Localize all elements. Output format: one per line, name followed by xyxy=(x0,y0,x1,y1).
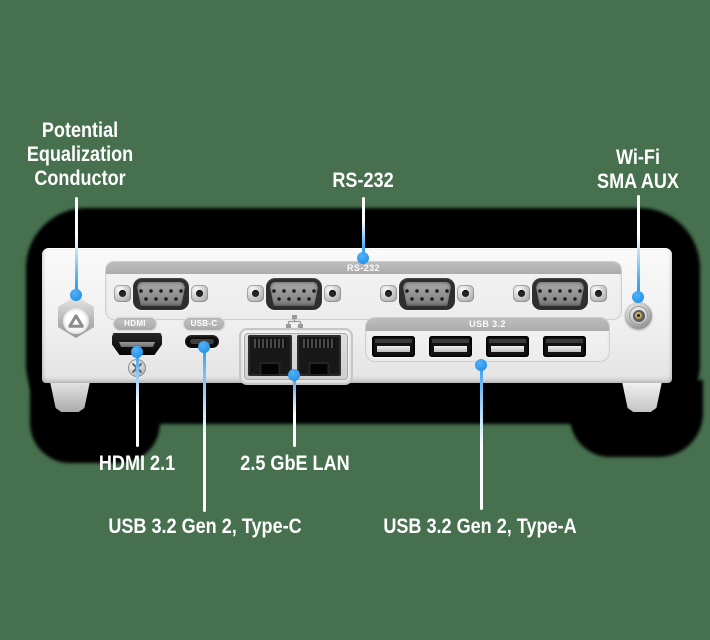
wifi-sma-connector xyxy=(625,302,652,329)
callout-dot-hdmi xyxy=(131,346,143,358)
callout-line-usbc xyxy=(202,348,206,512)
callout-line-wifi xyxy=(636,195,640,294)
potential-equalization-symbol xyxy=(63,308,89,334)
callout-line-lan xyxy=(292,376,296,447)
screw-standoff-icon xyxy=(513,285,530,302)
callout-text: SMA AUX xyxy=(597,170,679,193)
usb-strip-label: USB 3.2 xyxy=(366,318,609,331)
hdmi-callout-label: HDMI 2.1 xyxy=(98,452,176,475)
usb-a-port-3 xyxy=(486,336,529,357)
rs232-callout-label: RS-232 xyxy=(332,169,394,192)
callout-line-hdmi xyxy=(135,353,139,447)
db9-pins xyxy=(137,282,185,306)
screw-standoff-icon xyxy=(457,285,474,302)
usb-a-port-2 xyxy=(429,336,472,357)
hdmi-port-label: HDMI xyxy=(114,318,156,330)
device-foot-left xyxy=(50,383,90,412)
callout-line-usba xyxy=(479,366,483,510)
callout-dot-usbc xyxy=(198,341,210,353)
usb-a-port-4 xyxy=(543,336,586,357)
screw-standoff-icon xyxy=(590,285,607,302)
screw-standoff-icon xyxy=(114,285,131,302)
usb-type-c-callout-label: USB 3.2 Gen 2, Type-C xyxy=(108,515,302,538)
db9-connector xyxy=(399,278,455,310)
usb-type-a-callout-label: USB 3.2 Gen 2, Type-A xyxy=(383,515,577,538)
lan-port-1 xyxy=(248,335,292,376)
rj45-contacts xyxy=(254,339,286,348)
db9-pins xyxy=(403,282,451,306)
screw-standoff-icon xyxy=(324,285,341,302)
triangle-icon xyxy=(68,314,84,328)
callout-dot-usba xyxy=(475,359,487,371)
potential-equalization-callout-label: Potential Equalization Conductor xyxy=(7,119,153,191)
rs232-port-4 xyxy=(513,277,607,311)
callout-text: Wi-Fi xyxy=(616,146,660,169)
callout-dot-rs232 xyxy=(357,252,369,264)
network-lan-icon xyxy=(286,315,303,328)
callout-text: Potential xyxy=(41,119,119,142)
callout-text: Conductor xyxy=(34,167,126,190)
rj45-tab xyxy=(261,364,279,374)
rj45-contacts xyxy=(303,339,335,348)
db9-pins xyxy=(270,282,318,306)
lan-callout-label: 2.5 GbE LAN xyxy=(240,452,350,475)
device-shadow-left xyxy=(30,380,160,463)
screw-standoff-icon xyxy=(191,285,208,302)
db9-pins xyxy=(536,282,584,306)
device-foot-right xyxy=(622,383,662,412)
screw-standoff-icon xyxy=(380,285,397,302)
sma-pin xyxy=(637,314,640,317)
usb-a-port-1 xyxy=(372,336,415,357)
callout-text: Equalization xyxy=(26,143,134,166)
screw-standoff-icon xyxy=(247,285,264,302)
db9-connector xyxy=(532,278,588,310)
usbc-port-label: USB-C xyxy=(184,318,224,330)
lan-port-2 xyxy=(297,335,341,376)
callout-dot-lan xyxy=(288,369,300,381)
rj45-tab xyxy=(310,364,328,374)
rs232-port-3 xyxy=(380,277,474,311)
rs232-port-2 xyxy=(247,277,341,311)
hdmi-port xyxy=(112,333,162,355)
rs232-port-1 xyxy=(114,277,208,311)
db9-connector xyxy=(133,278,189,310)
db9-connector xyxy=(266,278,322,310)
callout-line-pec xyxy=(74,197,78,293)
rs232-strip-label: RS-232 xyxy=(106,262,621,274)
callout-dot-pec xyxy=(70,289,82,301)
wifi-sma-callout-label: Wi-Fi SMA AUX xyxy=(578,146,698,194)
callout-dot-wifi xyxy=(632,291,644,303)
callout-line-rs232 xyxy=(361,197,365,255)
